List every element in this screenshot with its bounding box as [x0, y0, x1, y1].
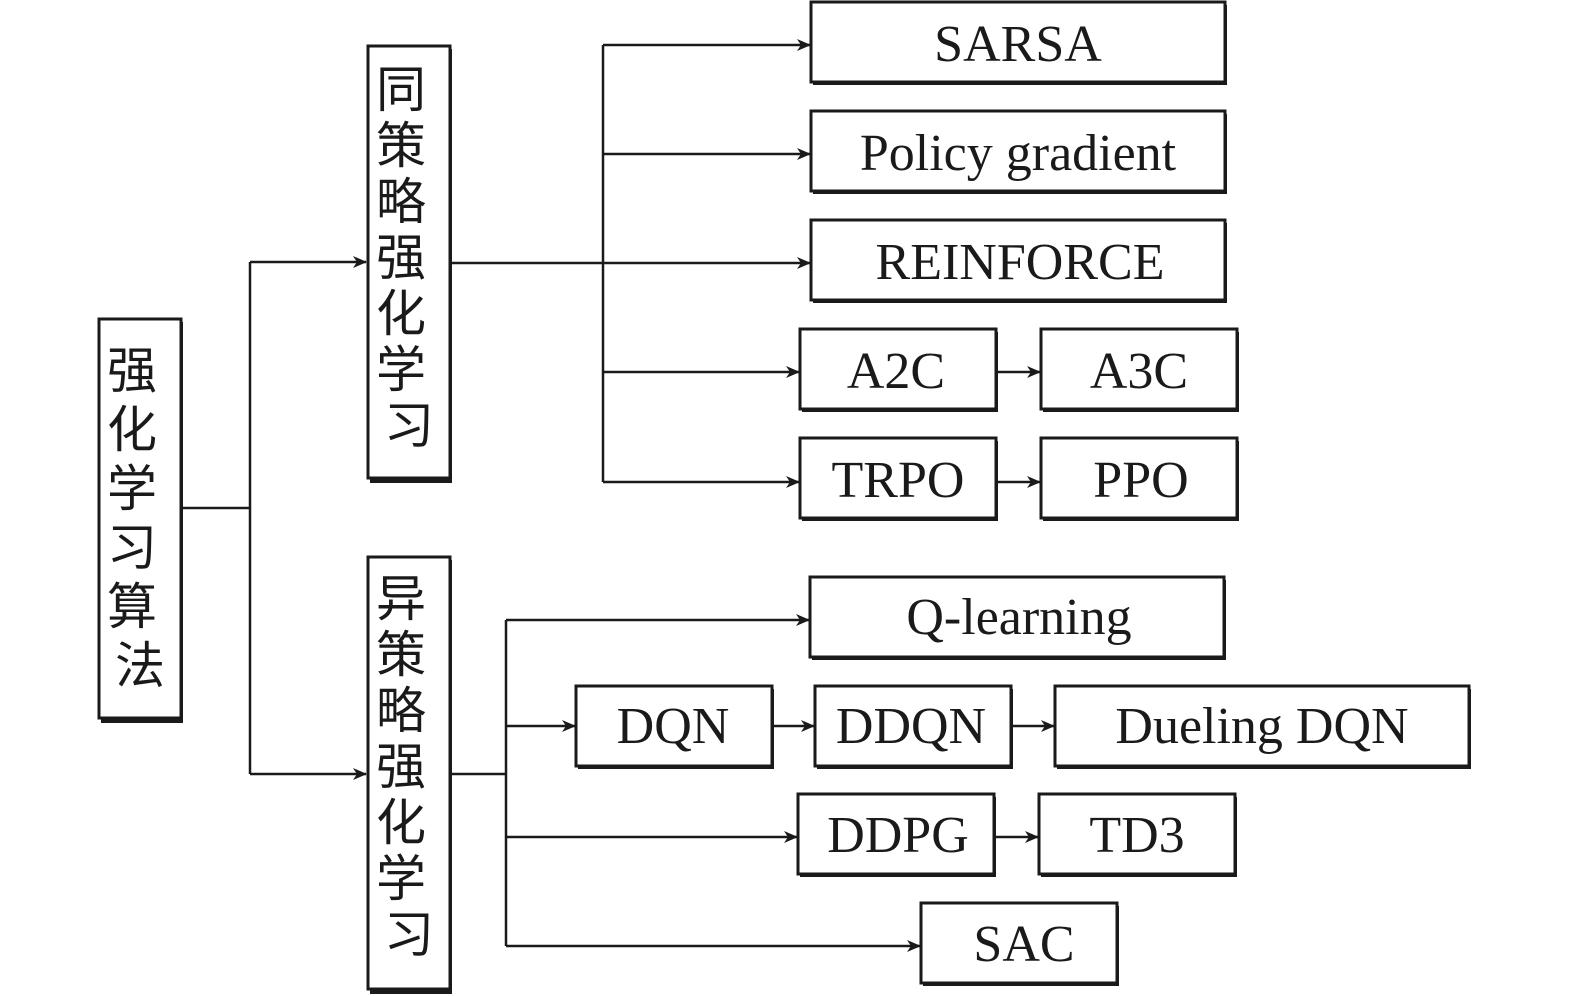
algo-label-reinforce: REINFORCE: [876, 234, 1165, 291]
root-label: 强 化 学 习 算 法: [107, 342, 173, 695]
algo-box-ddpg: DDPG: [796, 792, 996, 877]
algo-box-sarsa: SARSA: [809, 0, 1227, 85]
algo-box-dqn: DQN: [574, 684, 774, 769]
algo-label-q-learning: Q-learning: [906, 589, 1131, 646]
on-policy-node: 同 策 略 强 化 学 习: [366, 44, 452, 483]
algo-box-ppo: PPO: [1039, 436, 1239, 521]
algo-box-a2c: A2C: [798, 327, 998, 412]
algo-box-trpo: TRPO: [798, 436, 998, 521]
algo-label-trpo: TRPO: [832, 452, 965, 509]
off-policy-node: 异 策 略 强 化 学 习: [366, 555, 452, 994]
root-node: 强 化 学 习 算 法: [97, 317, 183, 723]
algo-box-ddqn: DDQN: [813, 684, 1013, 769]
algo-label-td3: TD3: [1089, 807, 1184, 864]
off-policy-label: 异 策 略 强 化 学 习: [376, 570, 442, 964]
algo-label-ddpg: DDPG: [827, 807, 969, 864]
algo-label-ddqn: DDQN: [836, 698, 986, 755]
on-policy-label: 同 策 略 强 化 学 习: [376, 61, 442, 455]
algo-box-sac: SAC: [919, 901, 1119, 986]
algo-label-sarsa: SARSA: [934, 16, 1102, 73]
algo-label-policy-gradient: Policy gradient: [860, 125, 1177, 182]
algo-box-policy-gradient: Policy gradient: [809, 109, 1227, 194]
algo-label-a2c: A2C: [847, 343, 945, 400]
algo-label-dqn: DQN: [617, 698, 730, 755]
algo-box-reinforce: REINFORCE: [809, 218, 1227, 303]
algo-label-dueling-dqn: Dueling DQN: [1115, 698, 1408, 755]
algo-box-dueling-dqn: Dueling DQN: [1053, 684, 1471, 769]
algo-box-a3c: A3C: [1039, 327, 1239, 412]
connectors: [182, 39, 1055, 952]
algo-label-sac: SAC: [973, 916, 1074, 973]
algo-label-ppo: PPO: [1093, 452, 1188, 509]
algo-box-td3: TD3: [1037, 792, 1237, 877]
algo-box-q-learning: Q-learning: [808, 575, 1226, 660]
algo-label-a3c: A3C: [1090, 343, 1188, 400]
